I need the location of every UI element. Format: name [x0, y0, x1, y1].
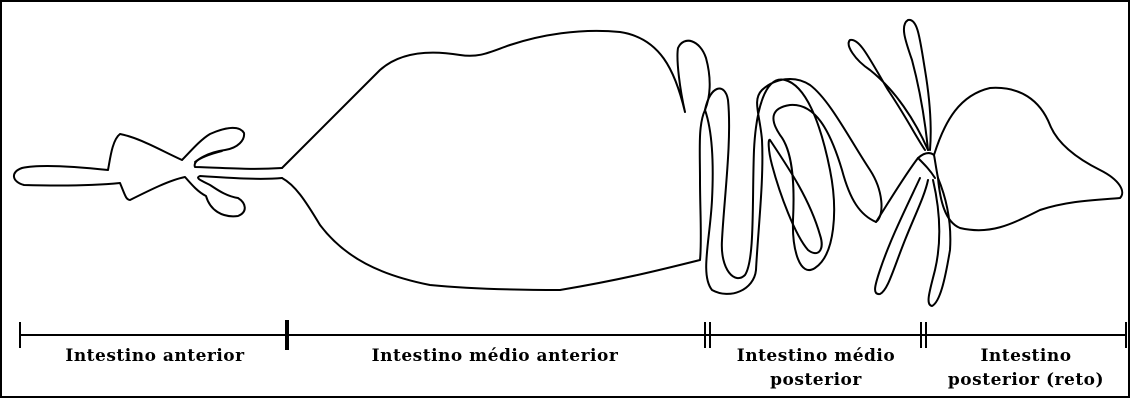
midgut-anterior-sac	[282, 31, 710, 290]
rectum	[934, 88, 1122, 230]
midgut-posterior-coils	[705, 79, 882, 294]
midgut-inner-loop	[769, 140, 822, 253]
ileum-neck	[918, 158, 935, 178]
label-intestino-posterior: Intestino posterior (reto)	[928, 344, 1124, 392]
label-intestino-medio-anterior: Intestino médio anterior	[290, 344, 700, 368]
malpighian-tubule-2	[904, 20, 931, 150]
gut-outline	[14, 20, 1122, 306]
malpighian-tubule-3	[875, 178, 928, 294]
foregut-tube	[14, 128, 282, 216]
label-intestino-medio-posterior: Intestino médio posterior	[712, 344, 920, 392]
label-intestino-anterior: Intestino anterior	[30, 344, 280, 368]
gastric-cecum-upper	[195, 151, 222, 162]
malpighian-tubule-1	[849, 40, 928, 150]
malpighian-tubule-4	[929, 178, 951, 306]
